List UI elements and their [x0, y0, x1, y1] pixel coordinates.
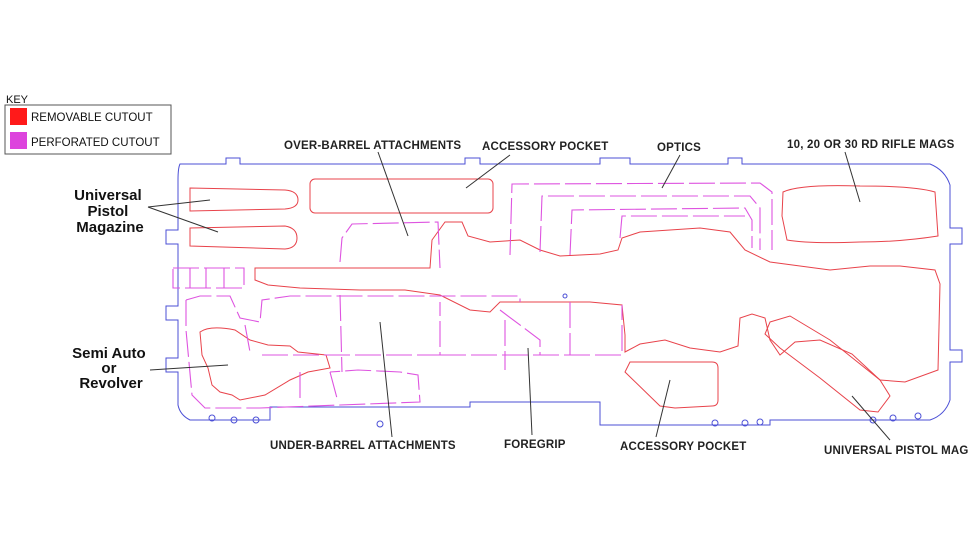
- legend-title: KEY: [6, 94, 29, 106]
- perf-optics: [509, 182, 773, 256]
- pistol-mag-slot-bottom: [189, 225, 298, 250]
- label-universal-pistol-mag: UNIVERSAL PISTOL MAG: [824, 445, 969, 457]
- legend-box: [4, 104, 172, 155]
- rifle-cutout: [254, 221, 941, 383]
- perf-mid-grid: [262, 294, 623, 373]
- rifle-mag-pocket: [781, 185, 939, 244]
- legend-swatch-removable: [10, 108, 27, 125]
- accessory-pocket-bottom: [624, 361, 719, 409]
- label-rifle-mags: 10, 20 OR 30 RD RIFLE MAGS: [787, 139, 955, 151]
- legend: KEY REMOVABLE CUTOUT PERFORATED CUTOUT: [4, 94, 172, 155]
- accessory-pocket-top: [309, 178, 494, 214]
- perf-left-blocks: [172, 267, 245, 289]
- perf-over-barrel: [339, 221, 441, 269]
- label-optics: OPTICS: [657, 142, 701, 154]
- perforated-cutouts: [172, 182, 773, 409]
- perf-handgun: [185, 300, 421, 409]
- legend-label-removable: REMOVABLE CUTOUT: [31, 112, 153, 124]
- label-accessory-pocket-top: ACCESSORY POCKET: [482, 141, 609, 153]
- label-semi-auto-or-revolver: Semi Auto or Revolver: [72, 345, 150, 392]
- label-over-barrel-attachments: OVER-BARREL ATTACHMENTS: [284, 140, 461, 152]
- case-outline: [165, 157, 963, 426]
- label-foregrip: FOREGRIP: [504, 439, 566, 451]
- label-under-barrel-attachments: UNDER-BARREL ATTACHMENTS: [270, 440, 456, 452]
- leader-lines: [147, 151, 891, 441]
- label-universal-pistol-magazine: Universal Pistol Magazine: [74, 187, 146, 236]
- universal-pistol-mag-slot: [764, 315, 891, 413]
- legend-swatch-perforated: [10, 132, 27, 149]
- label-accessory-pocket-bottom: ACCESSORY POCKET: [620, 441, 747, 453]
- legend-label-perforated: PERFORATED CUTOUT: [31, 137, 160, 149]
- handgun-cutout: [199, 327, 331, 401]
- perf-under-barrel: [185, 295, 521, 323]
- case-bumps: [208, 293, 922, 428]
- callout-labels: Universal Pistol Magazine Semi Auto or R…: [72, 139, 968, 457]
- pistol-mag-slot-top: [189, 187, 299, 212]
- removable-cutouts: [189, 178, 941, 413]
